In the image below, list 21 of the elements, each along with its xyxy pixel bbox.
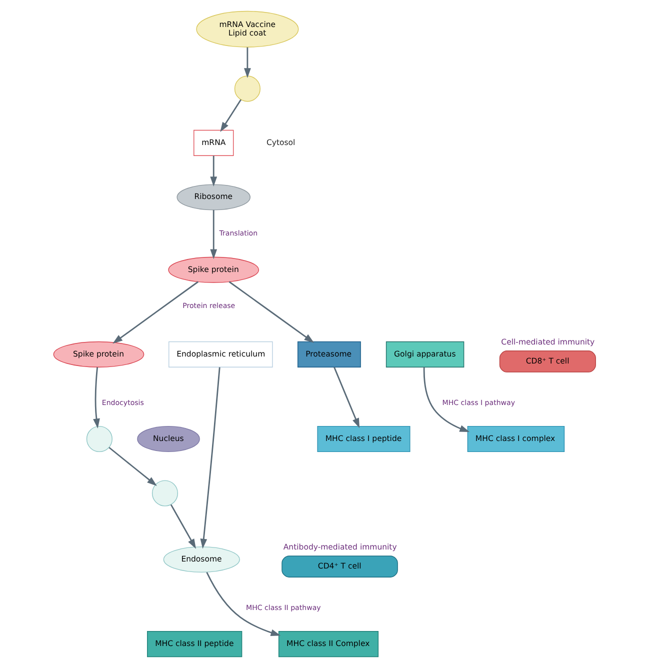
arrow [228,281,314,343]
node-circle [152,480,178,506]
arrow [210,210,218,260]
arrow [210,156,218,187]
edge-label: Translation [219,228,258,238]
arrow [334,366,360,428]
arrow [206,572,281,636]
arrow [170,504,196,549]
arrow [112,281,199,344]
edge-label: Endocytosis [102,398,144,407]
edge-label: MHC class I pathway [442,398,516,407]
arrow [200,367,220,549]
arrow [108,446,157,486]
arrow [220,99,242,132]
edge-label: MHC class II pathway [246,602,321,612]
node-circle [234,76,260,102]
arrow [93,367,100,428]
arrow [244,47,251,78]
node-circle [86,426,112,452]
edge-label: Protein release [182,301,236,310]
arrow [423,367,470,432]
